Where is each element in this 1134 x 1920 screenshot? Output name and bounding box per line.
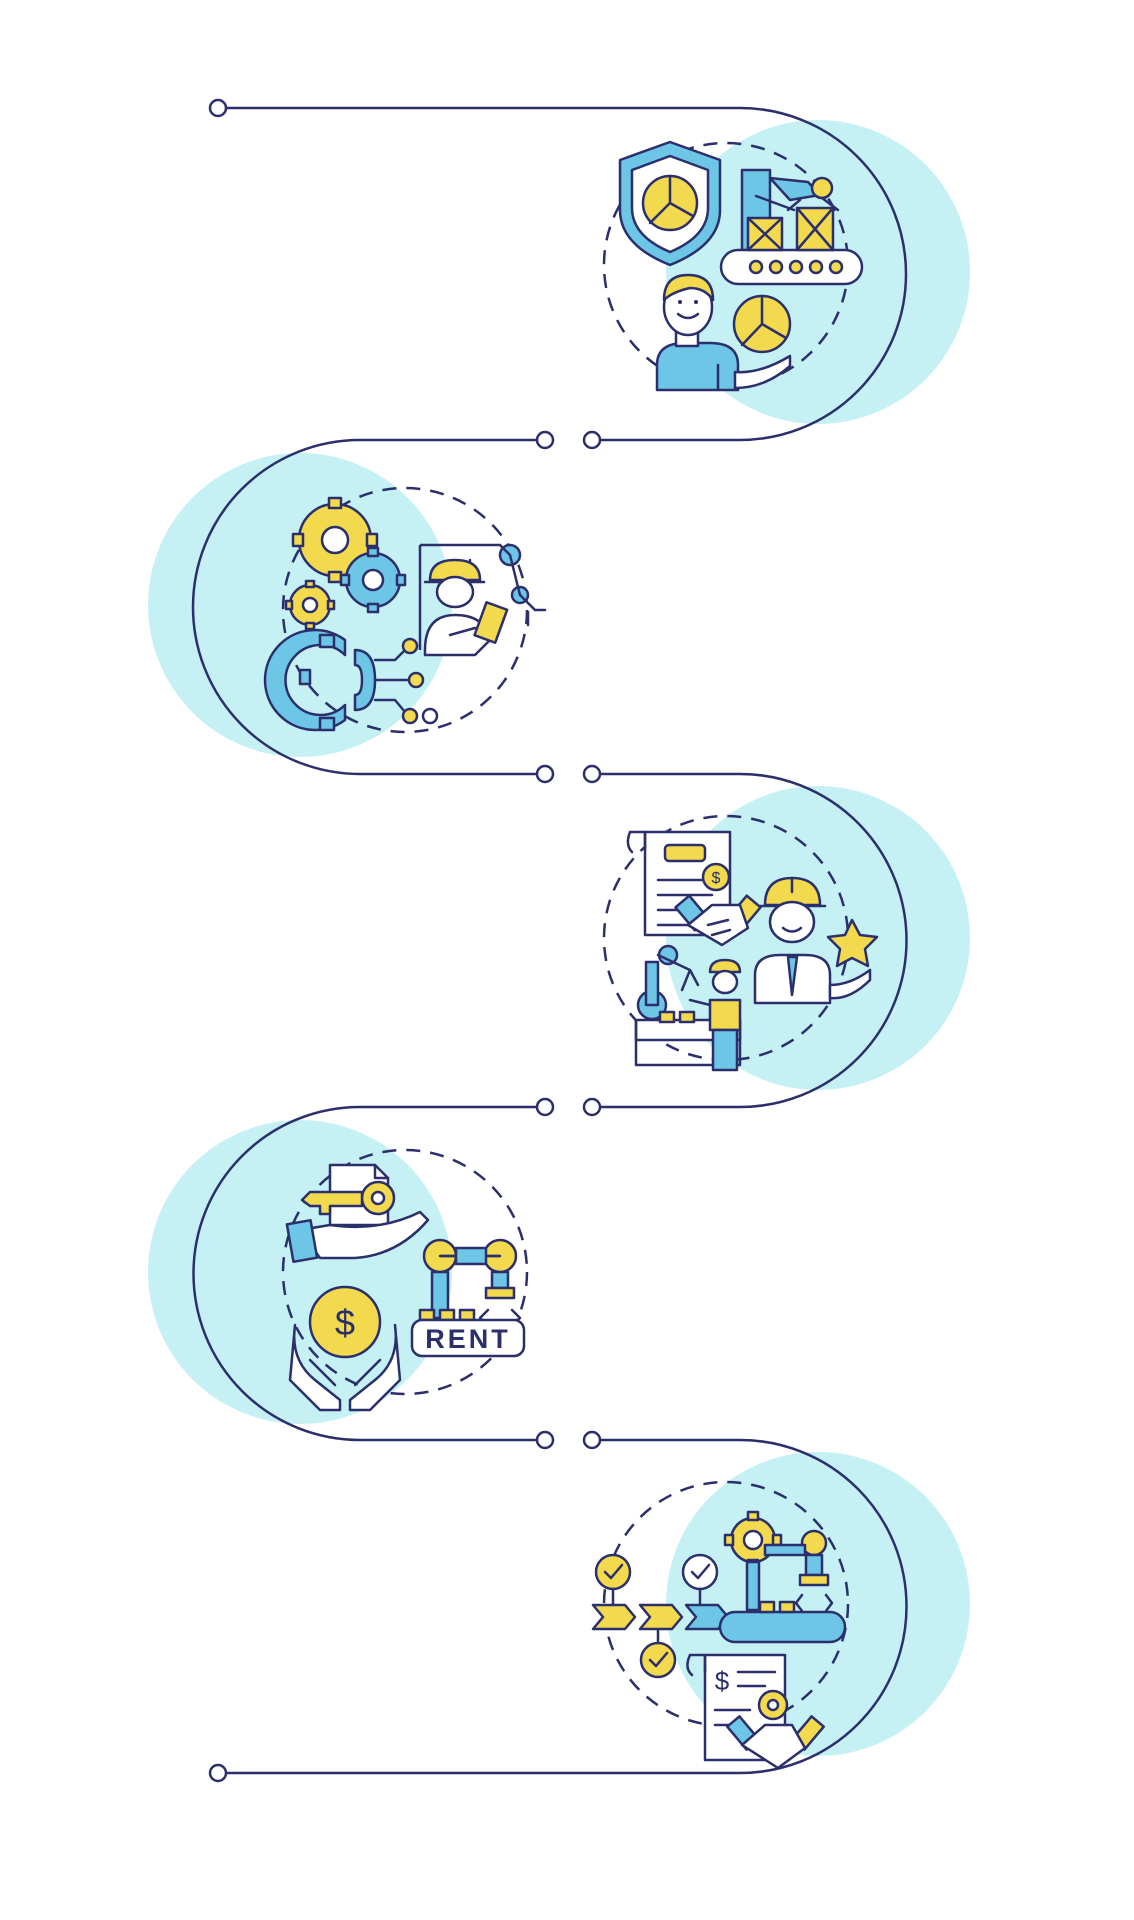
timeline-node [535, 764, 555, 784]
shield-pie-icon [618, 140, 722, 267]
step-2-dashed-ring [281, 486, 529, 734]
step-3-background-circle [666, 786, 970, 1090]
rent-label: RENT [410, 1318, 526, 1358]
svg-text:$: $ [715, 1666, 730, 1696]
gear-robot-conveyor-icon [718, 1510, 847, 1644]
step-3-icon-group: $ [602, 814, 879, 1072]
robot-operator-icon [634, 944, 742, 1072]
step-5-icon-group: $ [591, 1480, 850, 1770]
robotic-arm-icon [418, 1238, 522, 1328]
step-2-icon-group [263, 486, 547, 734]
timeline-node [535, 430, 555, 450]
checkpoint-flow-icon [591, 1553, 730, 1679]
engineer-with-robot-arm-icon [418, 543, 547, 657]
svg-text:$: $ [712, 870, 721, 887]
step-4-dashed-ring [281, 1148, 529, 1396]
timeline-node [582, 1430, 602, 1450]
timeline-node [582, 430, 602, 450]
timeline-start-node [208, 98, 228, 118]
handshake-icon [674, 894, 762, 947]
step-4-icon-group: $ RENT [281, 1148, 529, 1412]
timeline-node [582, 764, 602, 784]
pie-chart-in-hand-icon [732, 294, 792, 390]
timeline-end-node [208, 1763, 228, 1783]
rent-label-text: RENT [425, 1324, 511, 1354]
gears-icon [284, 496, 407, 631]
digital-gear-icon [263, 628, 439, 732]
timeline-connector [191, 106, 908, 1775]
step-5-dashed-ring [602, 1480, 850, 1728]
key-in-hand-icon [285, 1163, 430, 1264]
dollar-coin-in-hands-icon: $ [288, 1285, 402, 1412]
timeline-node [582, 1097, 602, 1117]
svg-text:$: $ [335, 1302, 355, 1343]
contract-with-handshake-icon: $ [686, 1653, 826, 1770]
engineer-with-star-icon [753, 876, 879, 1005]
person-icon [655, 273, 740, 392]
timeline-node [535, 1097, 555, 1117]
robotic-arm-conveyor-icon [719, 168, 864, 286]
step-1-icon-group [602, 140, 864, 392]
timeline-node [535, 1430, 555, 1450]
